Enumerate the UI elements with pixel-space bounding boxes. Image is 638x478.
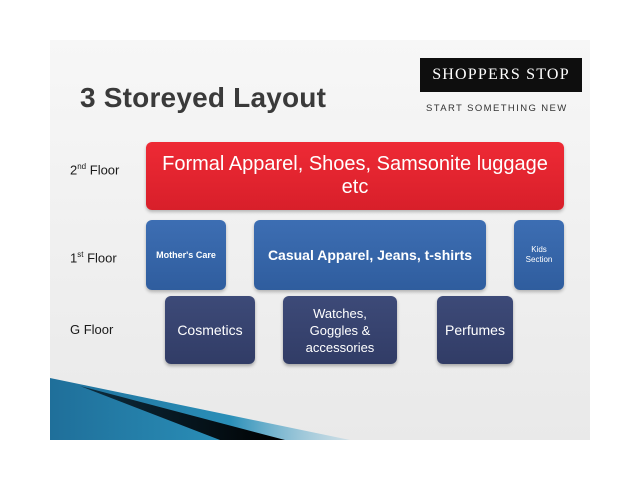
second-floor-label: 2nd Floor — [70, 162, 120, 178]
swoosh-dark — [80, 386, 285, 440]
kids-section-block: Kids Section — [514, 220, 564, 290]
mothers-care-block: Mother's Care — [146, 220, 226, 290]
logo-tagline: START SOMETHING NEW — [426, 103, 568, 114]
perfumes-text: Perfumes — [445, 322, 505, 338]
second-floor-text: Formal Apparel, Shoes, Samsonite luggage… — [162, 153, 548, 198]
mothers-care-text: Mother's Care — [156, 250, 216, 260]
cosmetics-block: Cosmetics — [165, 296, 255, 364]
shoppers-stop-logo: SHOPPERS STOP — [420, 58, 582, 92]
logo-name: SHOPPERS STOP — [432, 66, 570, 83]
watches-text-line1: Watches, — [313, 305, 367, 321]
swoosh-blue — [50, 378, 350, 440]
cosmetics-text: Cosmetics — [177, 322, 243, 338]
decorative-swoosh — [50, 378, 350, 440]
watches-block: Watches, Goggles & accessories — [283, 296, 397, 364]
watches-text-line2: Goggles & — [309, 322, 371, 338]
second-floor-block: Formal Apparel, Shoes, Samsonite luggage… — [146, 142, 564, 210]
kids-text-line2: Section — [525, 255, 553, 264]
perfumes-block: Perfumes — [437, 296, 513, 364]
slide-title: 3 Storeyed Layout — [80, 82, 327, 113]
casual-apparel-block: Casual Apparel, Jeans, t-shirts — [254, 220, 486, 290]
first-floor-label: 1st Floor — [70, 250, 117, 266]
casual-apparel-text: Casual Apparel, Jeans, t-shirts — [267, 247, 473, 263]
kids-text-line1: Kids — [531, 245, 547, 254]
ground-floor-label: G Floor — [70, 322, 114, 337]
watches-text-line3: accessories — [305, 339, 375, 355]
